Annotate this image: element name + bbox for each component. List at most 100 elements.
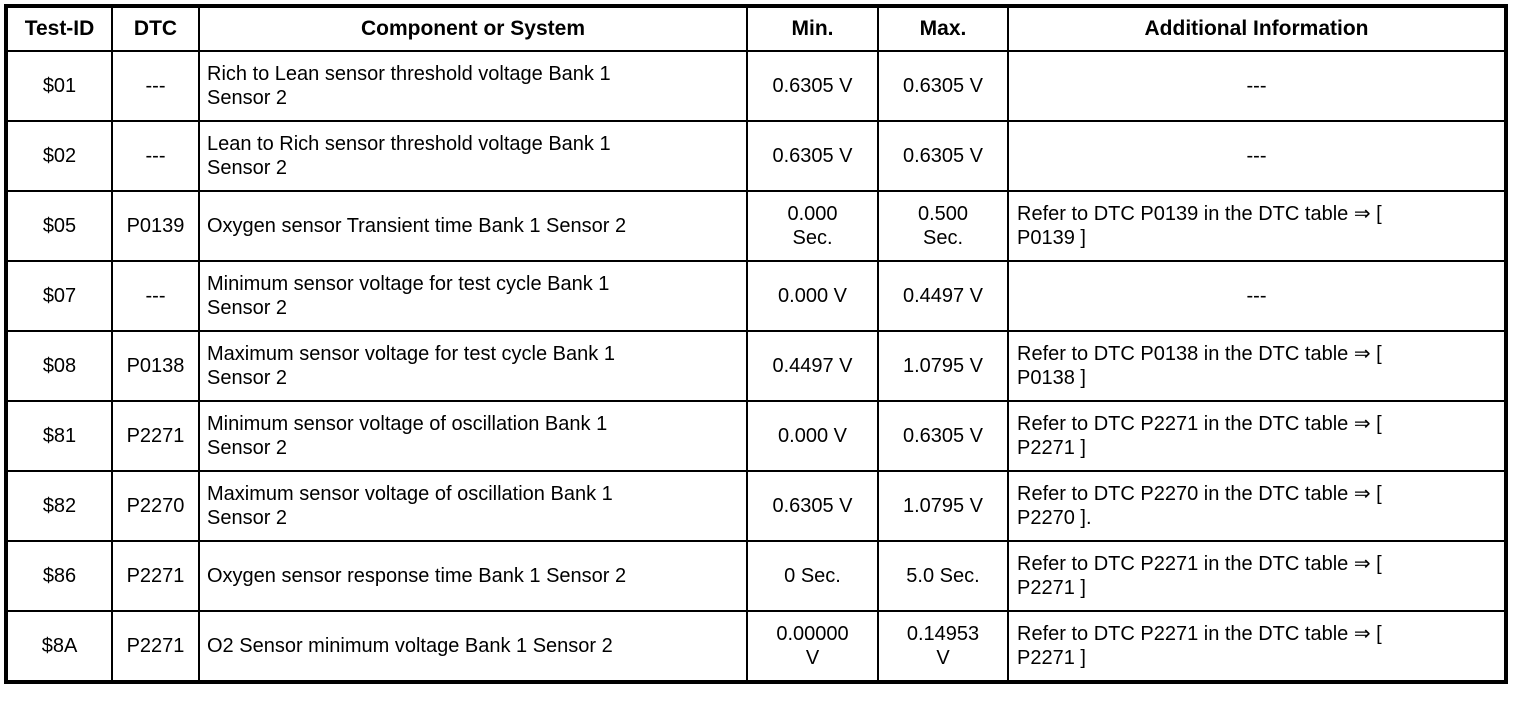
- cell-max-text: 5.0 Sec.: [906, 564, 980, 587]
- cell-dtc-text: P0138: [126, 354, 185, 377]
- cell-additional-information-text: Refer to DTC P0138 in the DTC table ⇒ [ …: [1017, 342, 1382, 389]
- cell-min: 0.000 Sec.: [746, 190, 879, 262]
- column-header-test-id: Test-ID: [5, 5, 113, 52]
- cell-test-id-text: $08: [42, 354, 77, 377]
- cell-max: 0.6305 V: [877, 120, 1009, 192]
- table-row: $8A P2271 O2 Sensor minimum voltage Bank 1…: [5, 610, 1507, 683]
- cell-additional-information: Refer to DTC P2271 in the DTC table ⇒ [ …: [1007, 610, 1507, 683]
- cell-component-or-system: Minimum sensor voltage for test cycle Ba…: [198, 260, 748, 332]
- cell-dtc: P2270: [111, 470, 200, 542]
- cell-additional-information: Refer to DTC P2271 in the DTC table ⇒ [ …: [1007, 400, 1507, 472]
- cell-test-id-text: $81: [42, 424, 77, 447]
- column-header-max: Max.: [877, 5, 1009, 52]
- cell-dtc: P2271: [111, 400, 200, 472]
- cell-test-id: $08: [5, 330, 113, 402]
- cell-component-or-system-text: Minimum sensor voltage for test cycle Ba…: [207, 272, 610, 319]
- cell-test-id: $81: [5, 400, 113, 472]
- table-row: $81 P2271 Minimum sensor voltage of oscill…: [5, 400, 1507, 472]
- cell-max-text: 0.6305 V: [902, 74, 984, 97]
- cell-max: 0.500 Sec.: [877, 190, 1009, 262]
- table-row: $05 P0139 Oxygen sensor Transient time Ban…: [5, 190, 1507, 262]
- cell-min: 0.6305 V: [746, 470, 879, 542]
- cell-dtc-text: ---: [145, 144, 166, 167]
- cell-additional-information-text: Refer to DTC P0139 in the DTC table ⇒ [ …: [1017, 202, 1382, 249]
- table-header: Test-ID DTC Component or System Min. Max…: [5, 5, 1507, 52]
- cell-dtc-text: P2271: [126, 424, 185, 447]
- cell-max: 0.6305 V: [877, 400, 1009, 472]
- cell-dtc: ---: [111, 260, 200, 332]
- cell-max: 0.14953 V: [877, 610, 1009, 683]
- cell-test-id: $07: [5, 260, 113, 332]
- table-body: $01 --- Rich to Lean sensor threshold volt…: [5, 50, 1507, 683]
- cell-additional-information: Refer to DTC P2271 in the DTC table ⇒ [ …: [1007, 540, 1507, 612]
- cell-additional-information: ---: [1007, 120, 1507, 192]
- cell-component-or-system: Maximum sensor voltage for test cycle Ba…: [198, 330, 748, 402]
- cell-max: 0.4497 V: [877, 260, 1009, 332]
- cell-additional-information-text: Refer to DTC P2271 in the DTC table ⇒ [ …: [1017, 412, 1382, 459]
- cell-test-id: $01: [5, 50, 113, 122]
- cell-dtc-text: P0139: [126, 214, 185, 237]
- cell-max: 1.0795 V: [877, 330, 1009, 402]
- cell-dtc: P2271: [111, 610, 200, 683]
- cell-max: 5.0 Sec.: [877, 540, 1009, 612]
- cell-test-id-text: $07: [42, 284, 77, 307]
- cell-max: 0.6305 V: [877, 50, 1009, 122]
- cell-component-or-system-text: Maximum sensor voltage for test cycle Ba…: [207, 342, 615, 389]
- cell-max-text: 1.0795 V: [902, 354, 984, 377]
- cell-test-id-text: $05: [42, 214, 77, 237]
- cell-additional-information: Refer to DTC P2270 in the DTC table ⇒ [ …: [1007, 470, 1507, 542]
- cell-additional-information-text: Refer to DTC P2271 in the DTC table ⇒ [ …: [1017, 552, 1382, 599]
- table-row: $86 P2271 Oxygen sensor response time Bank…: [5, 540, 1507, 612]
- cell-dtc-text: P2271: [126, 634, 185, 657]
- cell-component-or-system-text: Maximum sensor voltage of oscillation Ba…: [207, 482, 613, 529]
- cell-test-id-text: $8A: [41, 634, 78, 657]
- cell-dtc-text: ---: [145, 74, 166, 97]
- cell-max-text: 0.4497 V: [902, 284, 984, 307]
- cell-additional-information: Refer to DTC P0138 in the DTC table ⇒ [ …: [1007, 330, 1507, 402]
- table-row: $07---Minimum sensor voltage for test cy…: [5, 260, 1507, 332]
- cell-test-id-text: $01: [42, 74, 77, 97]
- cell-additional-information: Refer to DTC P0139 in the DTC table ⇒ [ …: [1007, 190, 1507, 262]
- cell-max-text: 0.14953 V: [906, 622, 980, 669]
- cell-min: 0.4497 V: [746, 330, 879, 402]
- cell-max: 1.0795 V: [877, 470, 1009, 542]
- cell-min: 0.000 V: [746, 400, 879, 472]
- cell-additional-information: ---: [1007, 260, 1507, 332]
- cell-additional-information-text: ---: [1246, 284, 1267, 307]
- cell-dtc-text: P2271: [126, 564, 185, 587]
- cell-min: 0.00000 V: [746, 610, 879, 683]
- obd-test-id-table: Test-ID DTC Component or System Min. Max…: [4, 4, 1508, 684]
- cell-max-text: 1.0795 V: [902, 494, 984, 517]
- cell-dtc: P2271: [111, 540, 200, 612]
- cell-component-or-system: Oxygen sensor Transient time Bank 1 Sens…: [198, 190, 748, 262]
- table-row: $02---Lean to Rich sensor threshold volt…: [5, 120, 1507, 192]
- cell-dtc: ---: [111, 120, 200, 192]
- cell-test-id: $05: [5, 190, 113, 262]
- cell-dtc: ---: [111, 50, 200, 122]
- column-header-min: Min.: [746, 5, 879, 52]
- cell-additional-information-text: ---: [1246, 144, 1267, 167]
- cell-component-or-system: Maximum sensor voltage of oscillation Ba…: [198, 470, 748, 542]
- cell-test-id: $82: [5, 470, 113, 542]
- column-header-component-or-system: Component or System: [198, 5, 748, 52]
- cell-test-id: $86: [5, 540, 113, 612]
- cell-min-text: 0.000 V: [778, 424, 847, 447]
- table-header-row: Test-ID DTC Component or System Min. Max…: [5, 5, 1507, 52]
- cell-min: 0 Sec.: [746, 540, 879, 612]
- cell-component-or-system: Rich to Lean sensor threshold voltage Ba…: [198, 50, 748, 122]
- cell-test-id-text: $86: [42, 564, 77, 587]
- cell-component-or-system-text: Lean to Rich sensor threshold voltage Ba…: [207, 132, 611, 179]
- cell-min-text: 0 Sec.: [784, 564, 841, 587]
- cell-component-or-system-text: O2 Sensor minimum voltage Bank 1 Sensor …: [207, 634, 613, 657]
- cell-min: 0.6305 V: [746, 120, 879, 192]
- cell-component-or-system: Minimum sensor voltage of oscillation Ba…: [198, 400, 748, 472]
- cell-test-id: $8A: [5, 610, 113, 683]
- table-row: $08 P0138 Maximum sensor voltage for test …: [5, 330, 1507, 402]
- cell-component-or-system-text: Minimum sensor voltage of oscillation Ba…: [207, 412, 608, 459]
- table-row: $01 --- Rich to Lean sensor threshold volt…: [5, 50, 1507, 122]
- cell-component-or-system: Oxygen sensor response time Bank 1 Senso…: [198, 540, 748, 612]
- cell-min: 0.000 V: [746, 260, 879, 332]
- cell-component-or-system-text: Oxygen sensor response time Bank 1 Senso…: [207, 564, 627, 587]
